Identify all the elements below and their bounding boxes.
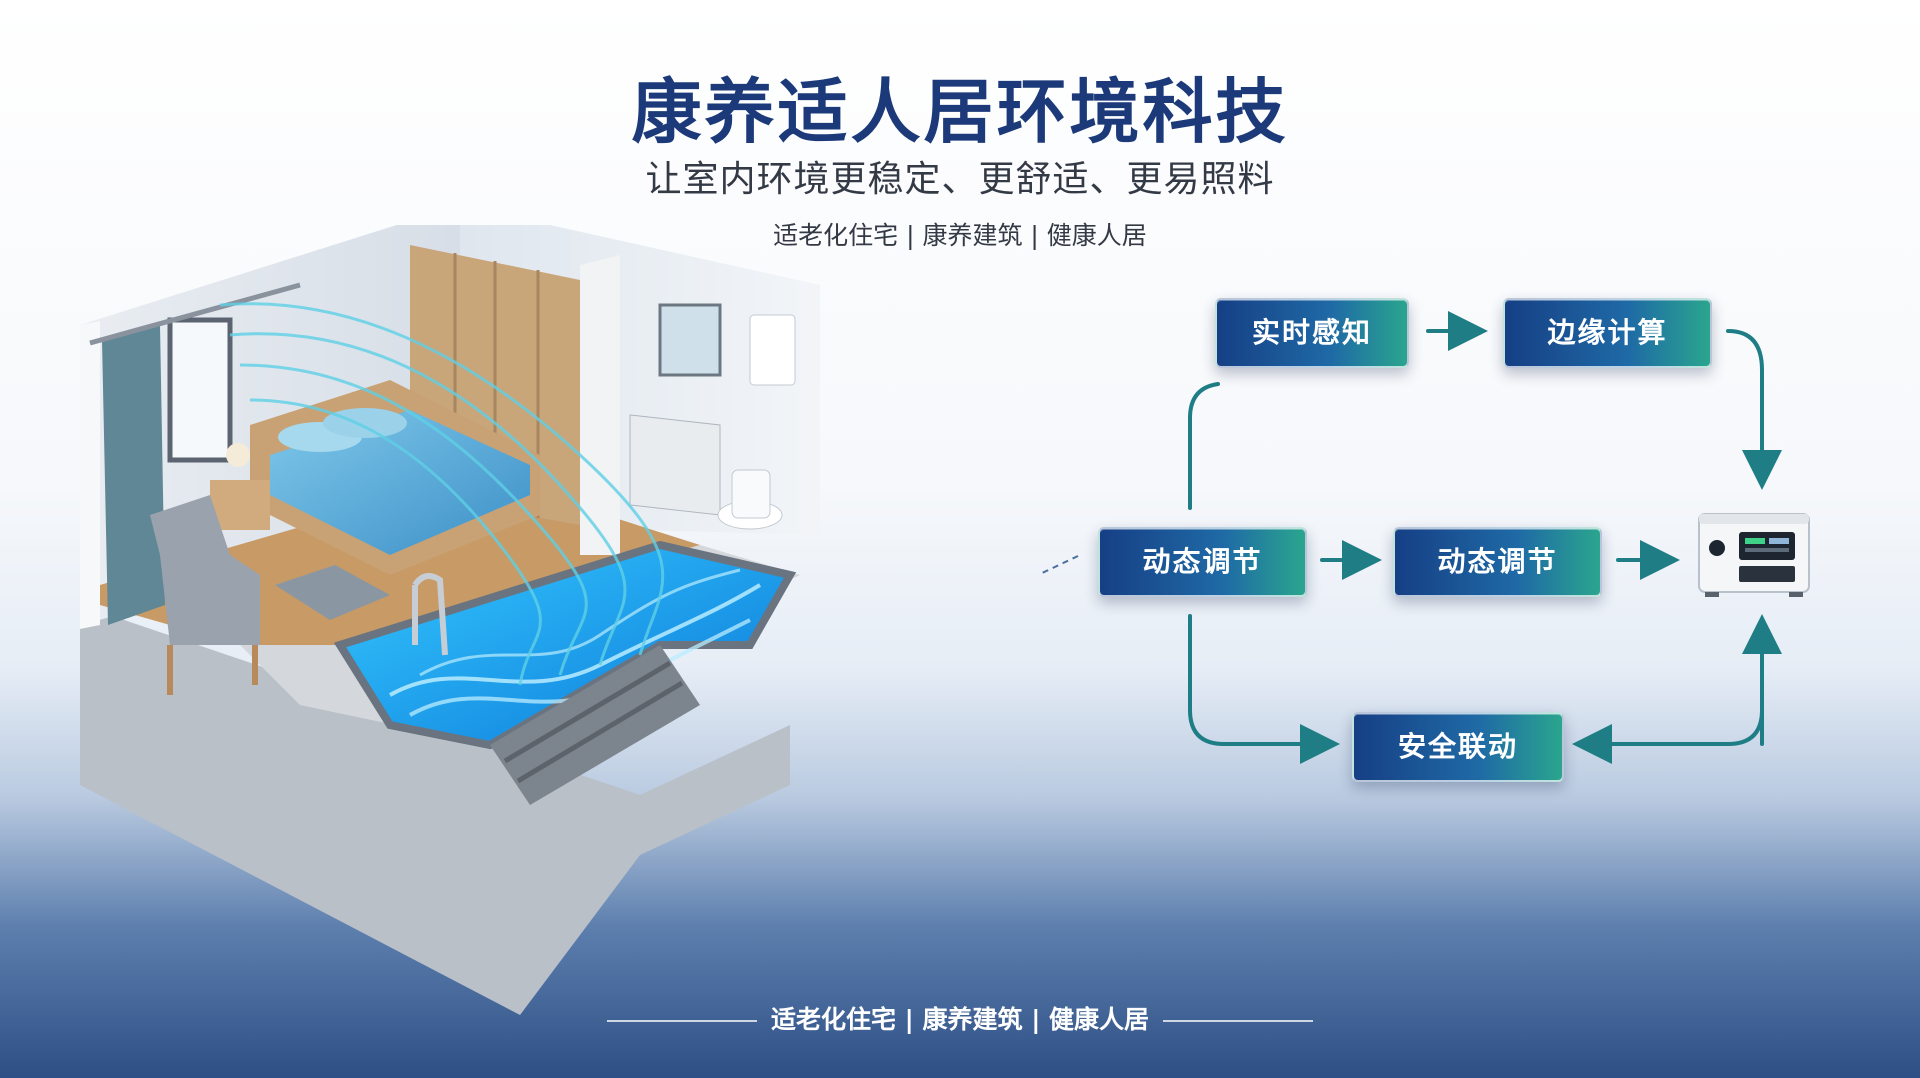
rug xyxy=(275,565,390,620)
node-realtime-sensing: 实时感知 xyxy=(1215,298,1409,368)
node-edge-computing: 边缘计算 xyxy=(1503,298,1712,368)
node-dynamic-adjust-a: 动态调节 xyxy=(1098,527,1307,597)
arrow-device-to-safety xyxy=(1572,628,1764,764)
device-display xyxy=(1739,532,1795,560)
tagline-bottom-text: 适老化住宅 | 康养建筑 | 健康人居 xyxy=(770,1005,1150,1034)
divider-right xyxy=(1163,1020,1314,1022)
window xyxy=(167,317,233,463)
divider-left xyxy=(606,1020,757,1022)
page-title: 康养适人居环境科技 xyxy=(631,71,1289,153)
lamp xyxy=(226,443,250,467)
air-flow xyxy=(219,302,665,686)
arrow-edge-to-device xyxy=(1726,329,1782,490)
tagline-top: 适老化住宅 | 康养建筑 | 健康人居 xyxy=(773,221,1147,250)
page-subtitle: 让室内环境更稳定、更舒适、更易照料 xyxy=(645,159,1275,200)
node-dynamic-adjust-b: 动态调节 xyxy=(1393,527,1602,597)
nightstand xyxy=(210,480,270,530)
mirror xyxy=(658,303,722,377)
control-device xyxy=(1698,513,1810,597)
arrow-adjust-to-safety xyxy=(1188,614,1340,764)
room-illustration xyxy=(80,225,820,1015)
node-safety-linkage: 安全联动 xyxy=(1352,712,1564,782)
floor-slab xyxy=(80,605,790,1015)
tagline-bottom: 适老化住宅 | 康养建筑 | 健康人居 xyxy=(0,1000,1920,1036)
arrow-loop-to-sense xyxy=(1188,382,1220,510)
therapy-pool xyxy=(333,540,797,750)
dashed-connector xyxy=(1039,555,1079,575)
sink-cabinet xyxy=(629,414,721,516)
curtain xyxy=(102,325,165,625)
pool-handrail xyxy=(412,573,448,656)
water-heater xyxy=(749,314,796,386)
armchair xyxy=(150,495,260,645)
